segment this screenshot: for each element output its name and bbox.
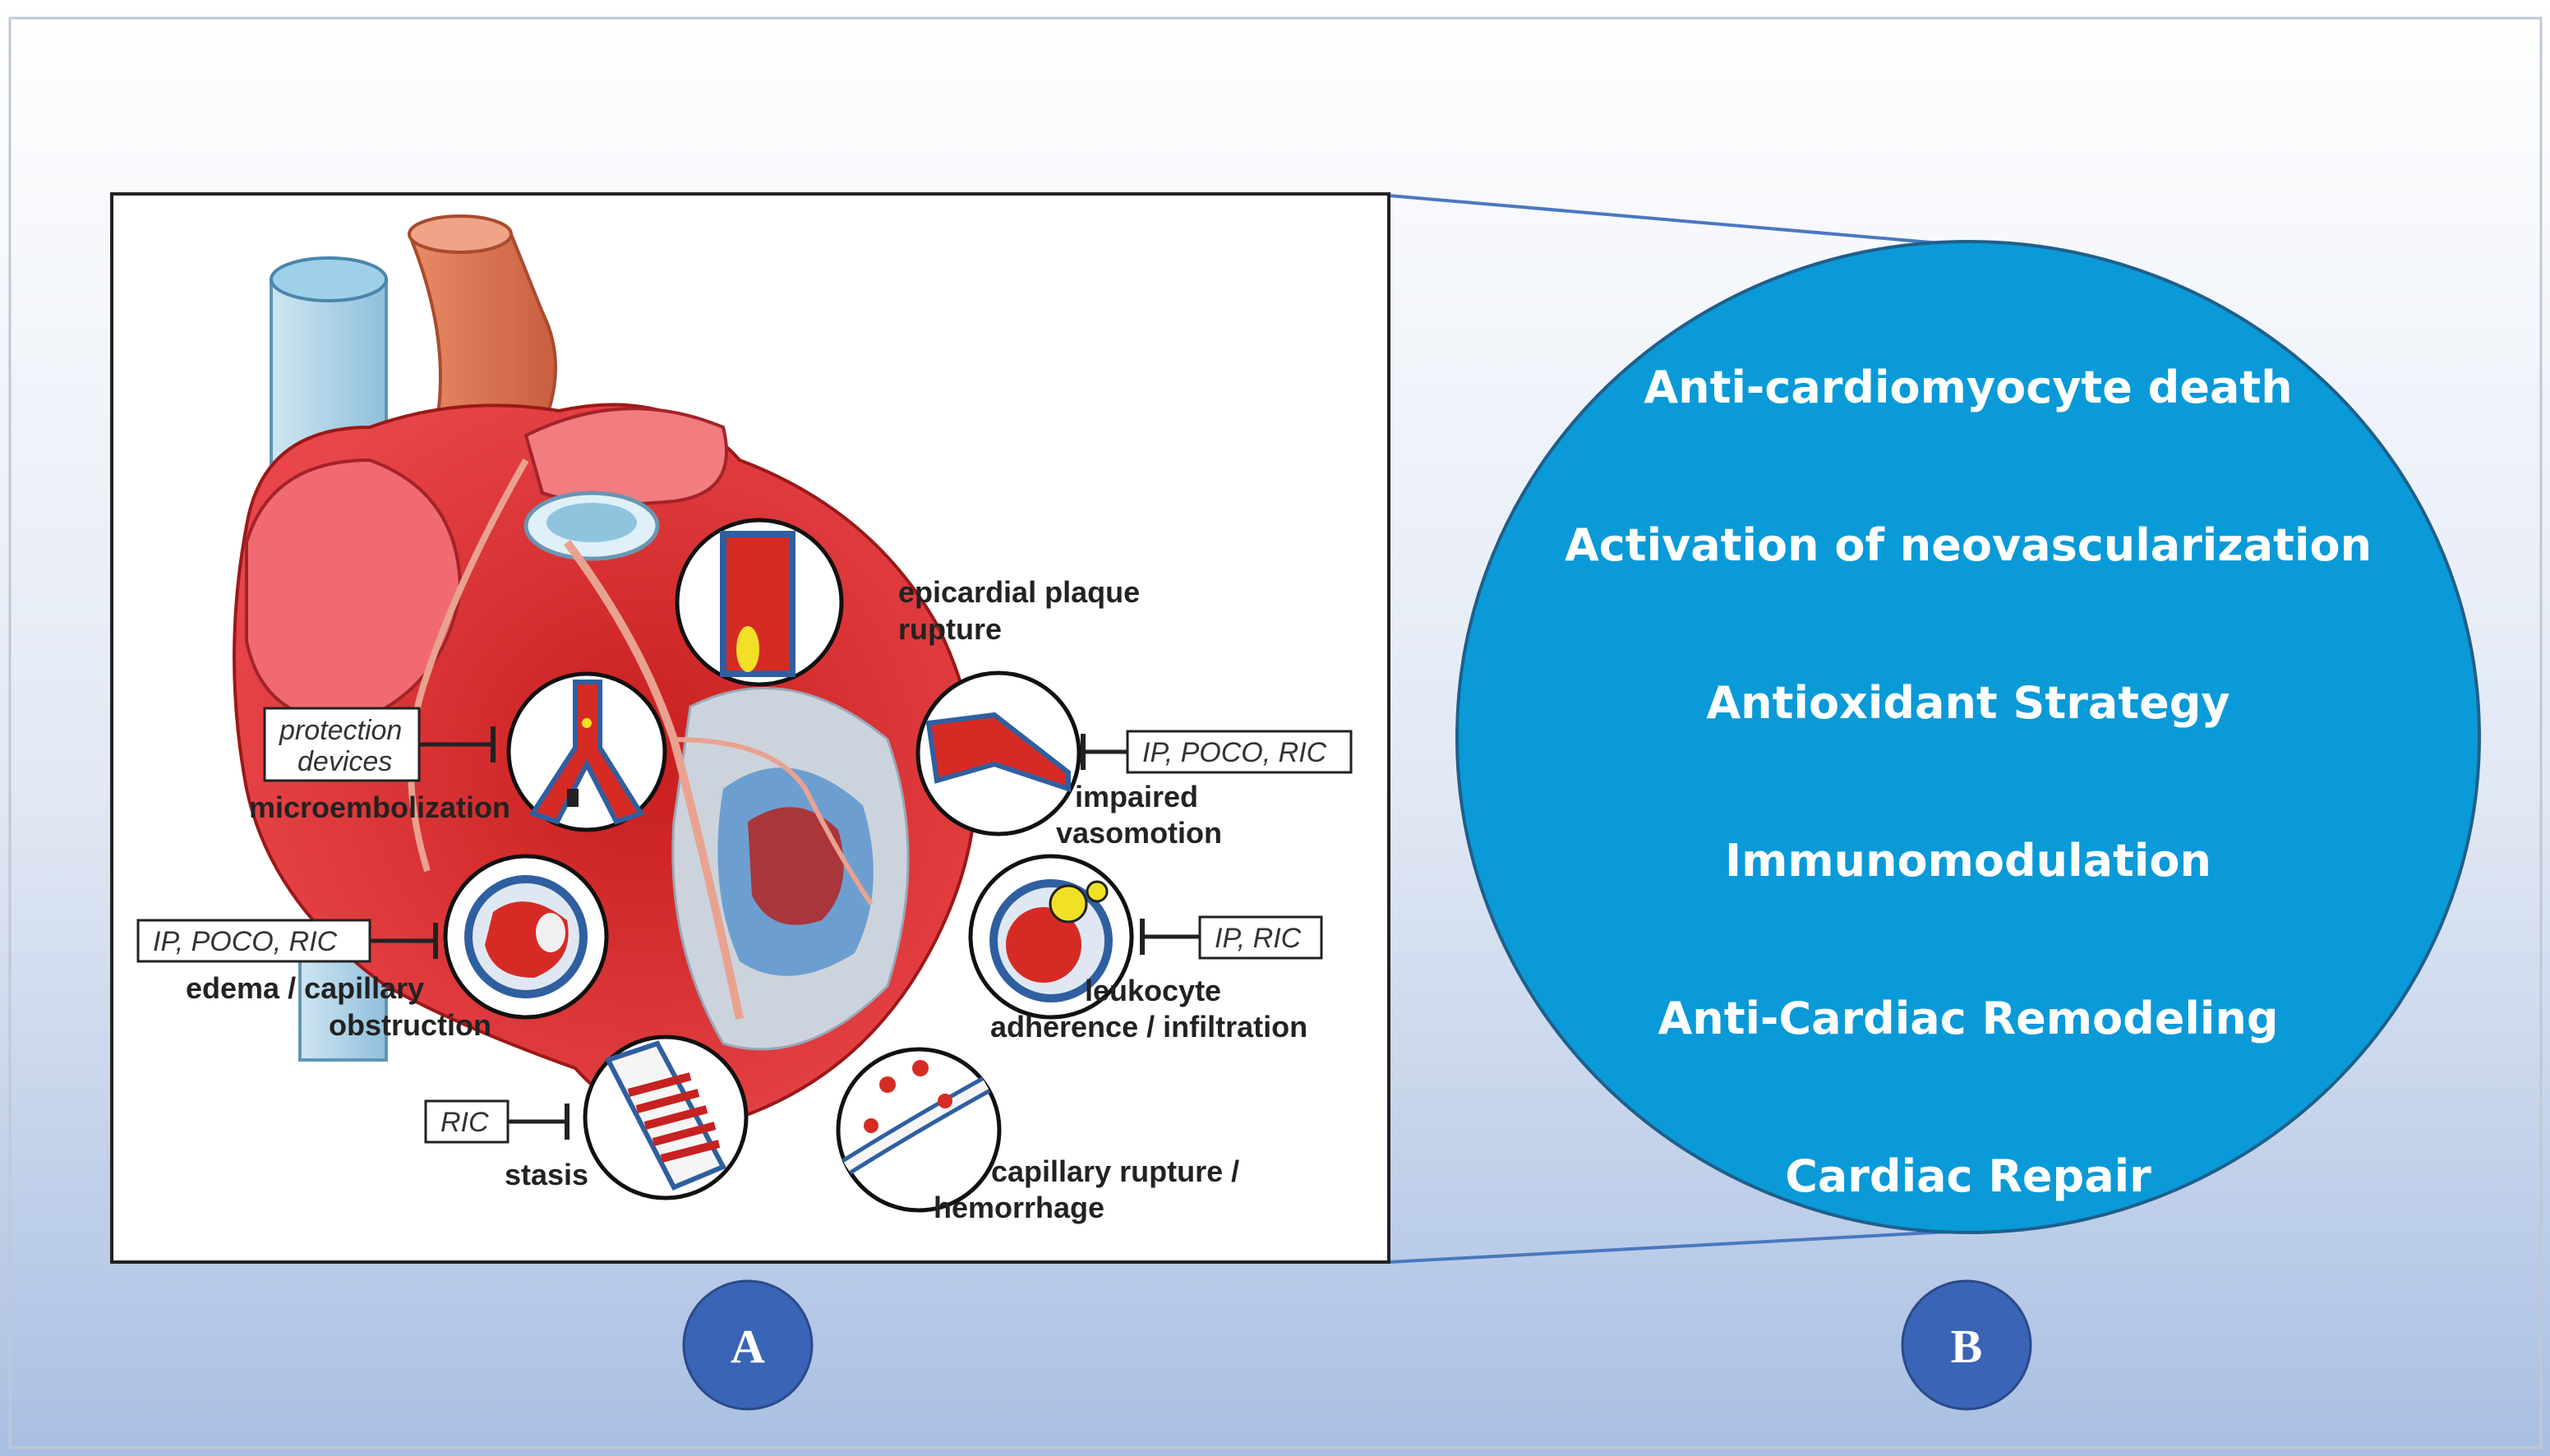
aorta-opening	[408, 214, 513, 254]
badge-a-label: A	[731, 1320, 765, 1373]
protection-line1: protection	[279, 715, 402, 746]
intervention-stasis: RIC	[424, 1099, 569, 1144]
connector-line-bottom	[1388, 1229, 1965, 1264]
pulmonary-ring-inner	[546, 503, 637, 542]
panel-a: epicardial plaque rupture impaired vasom…	[110, 192, 1390, 1264]
benefit-item: Immunomodulation	[1725, 835, 2211, 887]
label-edema-line1: edema / capillary	[186, 971, 424, 1005]
label-leukocyte-line1: leukocyte	[1085, 974, 1221, 1007]
connector-line-top	[1388, 194, 1998, 250]
benefit-item: Activation of neovascularization	[1565, 519, 2372, 571]
inset-edema	[443, 854, 609, 1020]
label-leukocyte-line2: adherence / infiltration	[990, 1010, 1307, 1044]
badge-b-label: B	[1951, 1320, 1983, 1373]
label-hemorrhage-line1: capillary rupture /	[991, 1154, 1239, 1188]
inset-microembolization	[506, 671, 667, 832]
label-epicardial-line1: epicardial plaque	[898, 575, 1140, 609]
badge-a: A	[682, 1279, 814, 1411]
intervention-leukocyte: IP, RIC	[1140, 915, 1323, 960]
figure-border	[8, 16, 2543, 1449]
label-epicardial-line2: rupture	[898, 612, 1002, 646]
inset-hemorrhage	[836, 1047, 1002, 1213]
protection-line2: devices	[297, 746, 392, 777]
label-edema-line2: obstruction	[329, 1008, 491, 1042]
coronary-artery-2	[408, 458, 529, 873]
label-vasomotion-line1: impaired	[1075, 780, 1198, 813]
benefit-item: Anti-Cardiac Remodeling	[1658, 993, 2278, 1044]
left-atrium	[523, 407, 728, 506]
intervention-leukocyte-text: IP, RIC	[1215, 923, 1302, 954]
label-microembolization: microembolization	[249, 790, 510, 824]
inset-epicardial-plaque	[675, 518, 844, 687]
vena-cava-opening	[270, 256, 388, 302]
label-stasis: stasis	[505, 1158, 588, 1191]
intervention-vasomotion: IP, POCO, RIC	[1081, 730, 1353, 774]
inset-leukocyte	[968, 854, 1134, 1020]
intervention-edema: IP, POCO, RIC	[136, 919, 438, 963]
inset-impaired-vasomotion	[915, 670, 1081, 836]
intervention-protection-devices: protection devices	[263, 707, 496, 782]
inset-stasis	[583, 1034, 749, 1200]
badge-b: B	[1901, 1279, 2032, 1411]
benefits-circle	[1455, 240, 2481, 1234]
coronary-artery-3	[673, 737, 874, 905]
intervention-vasomotion-text: IP, POCO, RIC	[1142, 737, 1327, 768]
benefit-item: Cardiac Repair	[1785, 1150, 2151, 1202]
label-hemorrhage-line2: hemorrhage	[934, 1191, 1104, 1224]
benefit-item: Antioxidant Strategy	[1706, 677, 2230, 729]
intervention-edema-text: IP, POCO, RIC	[153, 926, 338, 957]
benefit-item: Anti-cardiomyocyte death	[1644, 362, 2292, 413]
intervention-stasis-text: RIC	[440, 1107, 489, 1138]
label-vasomotion-line2: vasomotion	[1056, 816, 1222, 850]
infarct-core	[748, 807, 844, 925]
panel-b: Anti-cardiomyocyte death Activation of n…	[1455, 240, 2481, 1234]
